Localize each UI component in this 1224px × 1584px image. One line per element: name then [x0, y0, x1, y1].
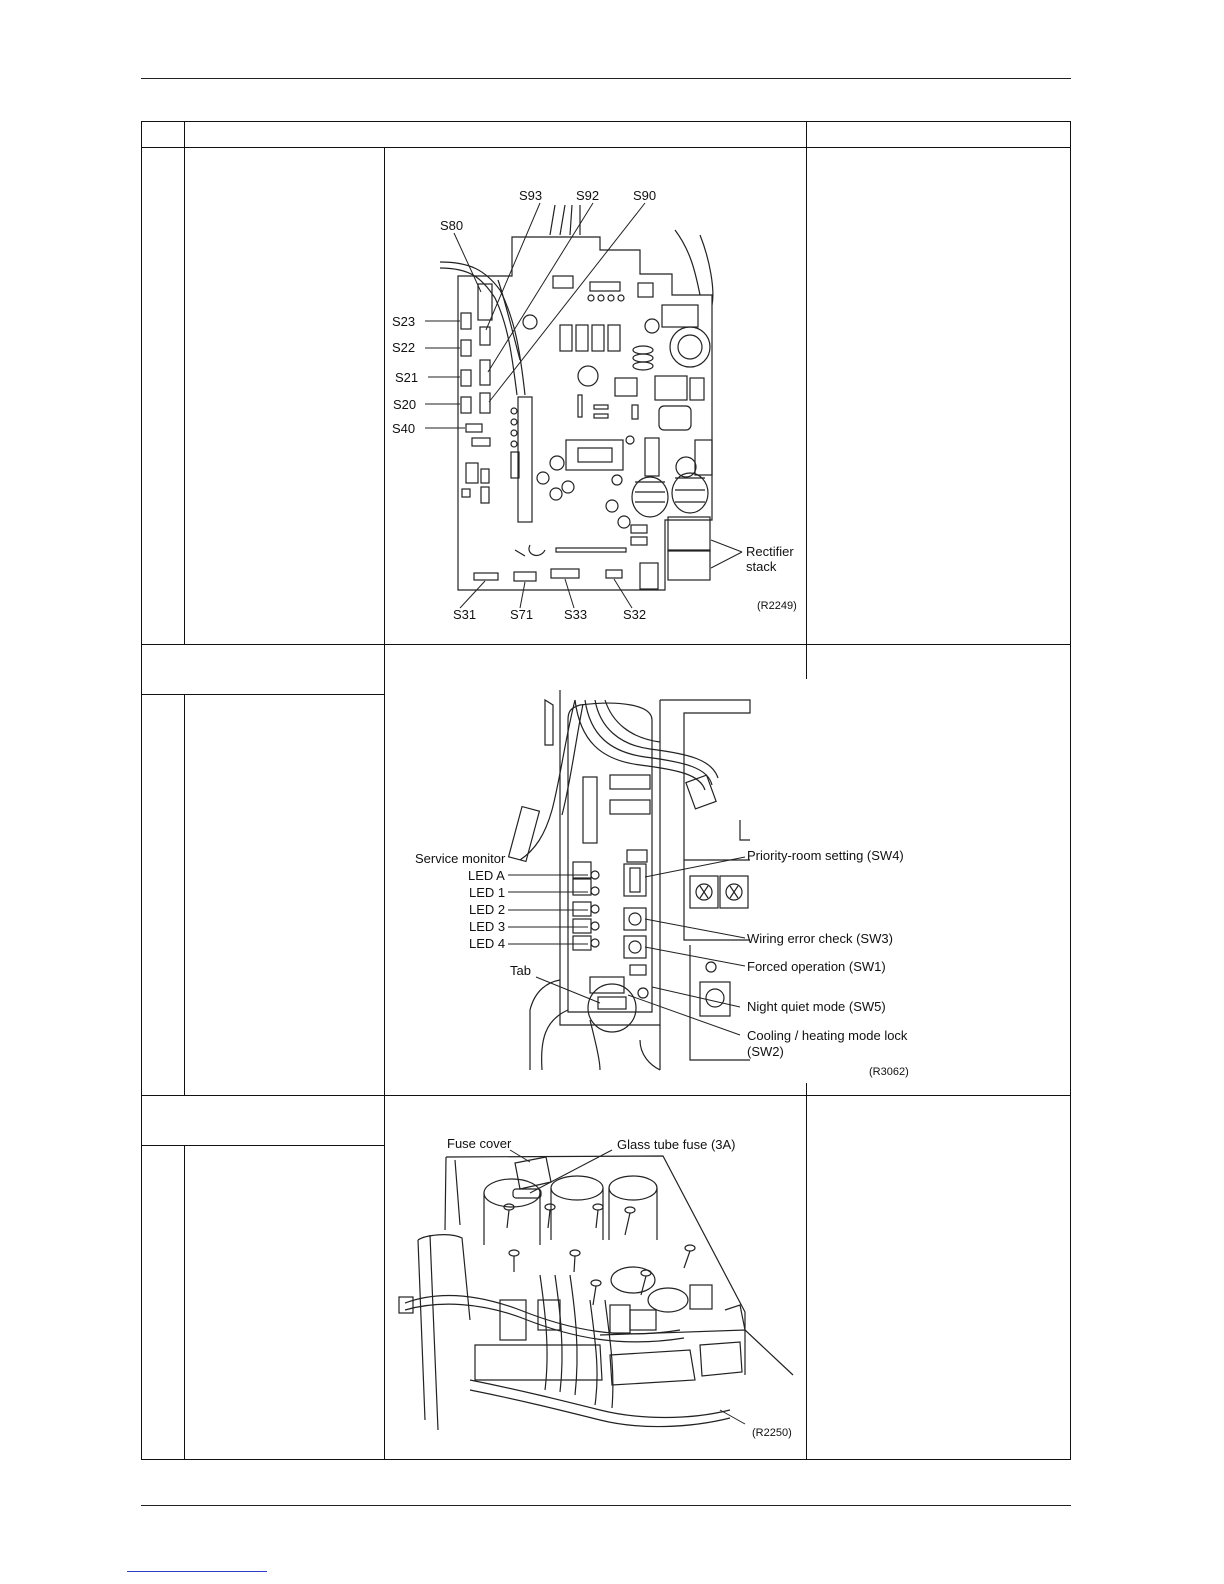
fig1-label-s23: S23 [392, 314, 416, 329]
fig2-label-mode-lock: Cooling / heating mode lock [747, 1028, 908, 1043]
table-border-left [141, 121, 142, 1460]
fig1-label-s20: S20 [393, 397, 417, 412]
fig1-label-s33: S33 [564, 607, 588, 622]
fig1-label-s22: S22 [392, 340, 416, 355]
fig2-label-led-a: LED A [468, 868, 505, 883]
table-border-bottom [141, 1459, 1071, 1460]
row-sep-1b [141, 694, 385, 695]
col-proc-a [384, 147, 385, 1460]
col-step-a [184, 121, 185, 644]
table-header-bottom [141, 147, 1071, 148]
fig2-reference: (R3062) [869, 1066, 909, 1078]
fig2-label-tab: Tab [510, 963, 531, 978]
fig1-reference: (R2249) [757, 600, 797, 612]
fig2-label-led-1: LED 1 [469, 885, 506, 900]
fig1-label-s31: S31 [453, 607, 477, 622]
row-sep-1 [141, 644, 1071, 645]
col-remarks-a [806, 121, 807, 679]
fig1-label-stack: stack [746, 559, 777, 574]
fig2-label-led-2: LED 2 [469, 902, 506, 917]
fig2-label-sw4: Priority-room setting (SW4) [747, 848, 904, 863]
row-sep-2 [141, 1095, 1071, 1096]
fig2-label-sw2: (SW2) [747, 1044, 784, 1059]
fig1-label-s32: S32 [623, 607, 647, 622]
fig1-label-s93: S93 [519, 188, 543, 203]
fig2-label-led-4: LED 4 [469, 936, 506, 951]
fig1-label-s21: S21 [395, 370, 419, 385]
fig1-label-s71: S71 [510, 607, 534, 622]
fig1-label-s92: S92 [576, 188, 600, 203]
fig1-label-s80: S80 [440, 218, 464, 233]
col-step-b [184, 694, 185, 1095]
header-rule [141, 78, 1071, 79]
fig2-label-sw3: Wiring error check (SW3) [747, 931, 893, 946]
fig2-label-service-monitor: Service monitor [415, 851, 506, 866]
table-border-top [141, 121, 1071, 122]
fig2-label-led-3: LED 3 [469, 919, 506, 934]
fig2-label-sw1: Forced operation (SW1) [747, 959, 886, 974]
fig1-label-s90: S90 [633, 188, 657, 203]
footer-rule [141, 1505, 1071, 1506]
fig2-label-sw5: Night quiet mode (SW5) [747, 999, 886, 1014]
col-step-c [184, 1145, 185, 1460]
fig1-label-rectifier: Rectifier [746, 544, 794, 559]
fig1-label-s40: S40 [392, 421, 416, 436]
table-border-right [1070, 121, 1071, 1460]
col-remarks-b [806, 1083, 807, 1460]
fig3-label-glass-fuse: Glass tube fuse (3A) [617, 1137, 736, 1152]
row-sep-2b [141, 1145, 385, 1146]
fig3-label-fuse-cover: Fuse cover [447, 1136, 512, 1151]
footer-link-underline[interactable] [127, 1571, 267, 1572]
fig3-reference: (R2250) [752, 1427, 792, 1439]
